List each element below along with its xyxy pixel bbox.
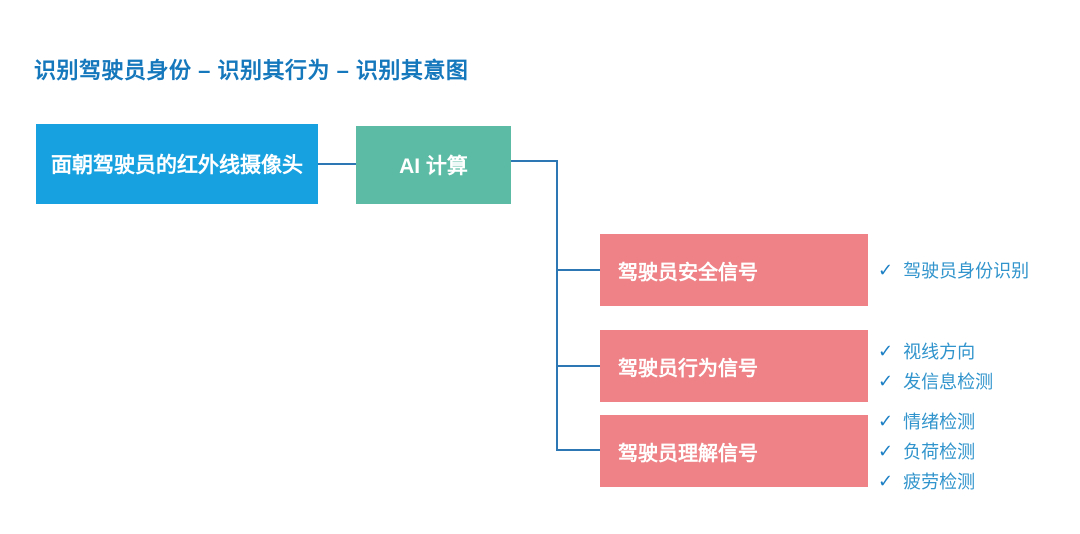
- check-icon: ✓: [878, 411, 894, 431]
- output-list-behavior: ✓ 视线方向 ✓ 发信息检测: [878, 336, 993, 396]
- output-list-understanding: ✓ 情绪检测 ✓ 负荷检测 ✓ 疲劳检测: [878, 406, 975, 496]
- page-title: 识别驾驶员身份 – 识别其行为 – 识别其意图: [34, 58, 469, 83]
- connector-branch-behavior: [556, 365, 600, 367]
- connector-branch-understanding: [556, 449, 600, 451]
- output-item: ✓ 负荷检测: [878, 436, 975, 466]
- ai-compute-box: AI 计算: [356, 126, 511, 204]
- signal-box-behavior-label: 驾驶员行为信号: [618, 357, 758, 380]
- output-label: 疲劳检测: [903, 472, 976, 492]
- output-label: 情绪检测: [903, 412, 976, 432]
- connector-branch-safety: [556, 269, 600, 271]
- output-item: ✓ 发信息检测: [878, 366, 993, 396]
- output-item: ✓ 驾驶员身份识别: [878, 255, 1029, 285]
- ai-box-label: AI 计算: [399, 155, 468, 178]
- signal-box-safety-label: 驾驶员安全信号: [618, 261, 758, 284]
- output-label: 负荷检测: [903, 442, 976, 462]
- check-icon: ✓: [878, 471, 894, 491]
- check-icon: ✓: [878, 260, 894, 280]
- connector-ai-out: [511, 160, 557, 162]
- output-label: 驾驶员身份识别: [903, 261, 1030, 281]
- output-label: 发信息检测: [903, 372, 994, 392]
- connector-trunk: [556, 160, 558, 451]
- output-item: ✓ 情绪检测: [878, 406, 975, 436]
- camera-box-label: 面朝驾驶员的红外线摄像头: [51, 154, 303, 177]
- check-icon: ✓: [878, 341, 894, 361]
- connector-camera-to-ai: [318, 163, 356, 165]
- signal-box-understanding: 驾驶员理解信号: [600, 415, 868, 487]
- output-list-safety: ✓ 驾驶员身份识别: [878, 255, 1029, 285]
- camera-box: 面朝驾驶员的红外线摄像头: [36, 124, 318, 204]
- signal-box-understanding-label: 驾驶员理解信号: [618, 442, 758, 465]
- output-item: ✓ 视线方向: [878, 336, 993, 366]
- signal-box-safety: 驾驶员安全信号: [600, 234, 868, 306]
- signal-box-behavior: 驾驶员行为信号: [600, 330, 868, 402]
- check-icon: ✓: [878, 371, 894, 391]
- output-label: 视线方向: [903, 342, 976, 362]
- output-item: ✓ 疲劳检测: [878, 466, 975, 496]
- check-icon: ✓: [878, 441, 894, 461]
